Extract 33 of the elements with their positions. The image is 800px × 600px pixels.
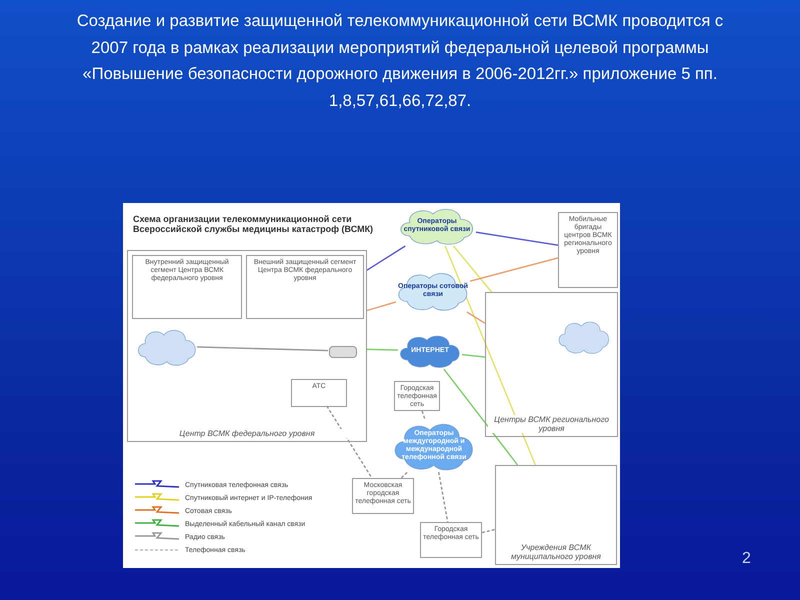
dashed-connector	[326, 406, 372, 478]
connector-line	[366, 301, 396, 312]
group-box	[127, 250, 367, 442]
network-cloud	[557, 319, 611, 355]
connector-line	[196, 346, 328, 352]
connector-line	[462, 354, 486, 358]
router-box	[329, 346, 357, 358]
network-cloud	[398, 206, 476, 246]
connector-line	[366, 348, 398, 351]
connector-line	[443, 368, 518, 466]
dashed-connector	[482, 528, 496, 534]
dashed-connector	[400, 472, 408, 478]
group-box	[291, 379, 347, 407]
group-box	[246, 255, 364, 319]
heading-text: Схема организации телекоммуникационной сети Всероссийской службы медицины катастроф (ВСМК)	[133, 214, 374, 234]
network-cloud	[136, 327, 198, 367]
group-box	[352, 478, 414, 514]
network-cloud	[398, 333, 462, 369]
group-box	[420, 522, 482, 558]
group-box	[132, 255, 242, 319]
dashed-connector	[438, 472, 448, 522]
page-number: 2	[742, 550, 752, 568]
dashed-connector	[421, 410, 426, 420]
network-cloud	[396, 270, 470, 312]
connector-line	[466, 311, 486, 324]
group-box	[558, 212, 618, 288]
group-box	[485, 292, 618, 437]
connector-line	[366, 245, 406, 271]
slide-title: Создание и развитие защищенной телекоммуникационной сети ВСМК проводится с 2007 года в рамках реализации мероприятий федеральной целевой программы «Повышение безопасности дорожного движения в 2006-2012гг.» приложение 5 пп. 1,8,57,61,66,72,87.	[76, 11, 724, 112]
connector-line	[470, 257, 558, 282]
group-box	[495, 465, 617, 565]
connector-line	[452, 246, 492, 292]
connector-line	[476, 232, 558, 246]
